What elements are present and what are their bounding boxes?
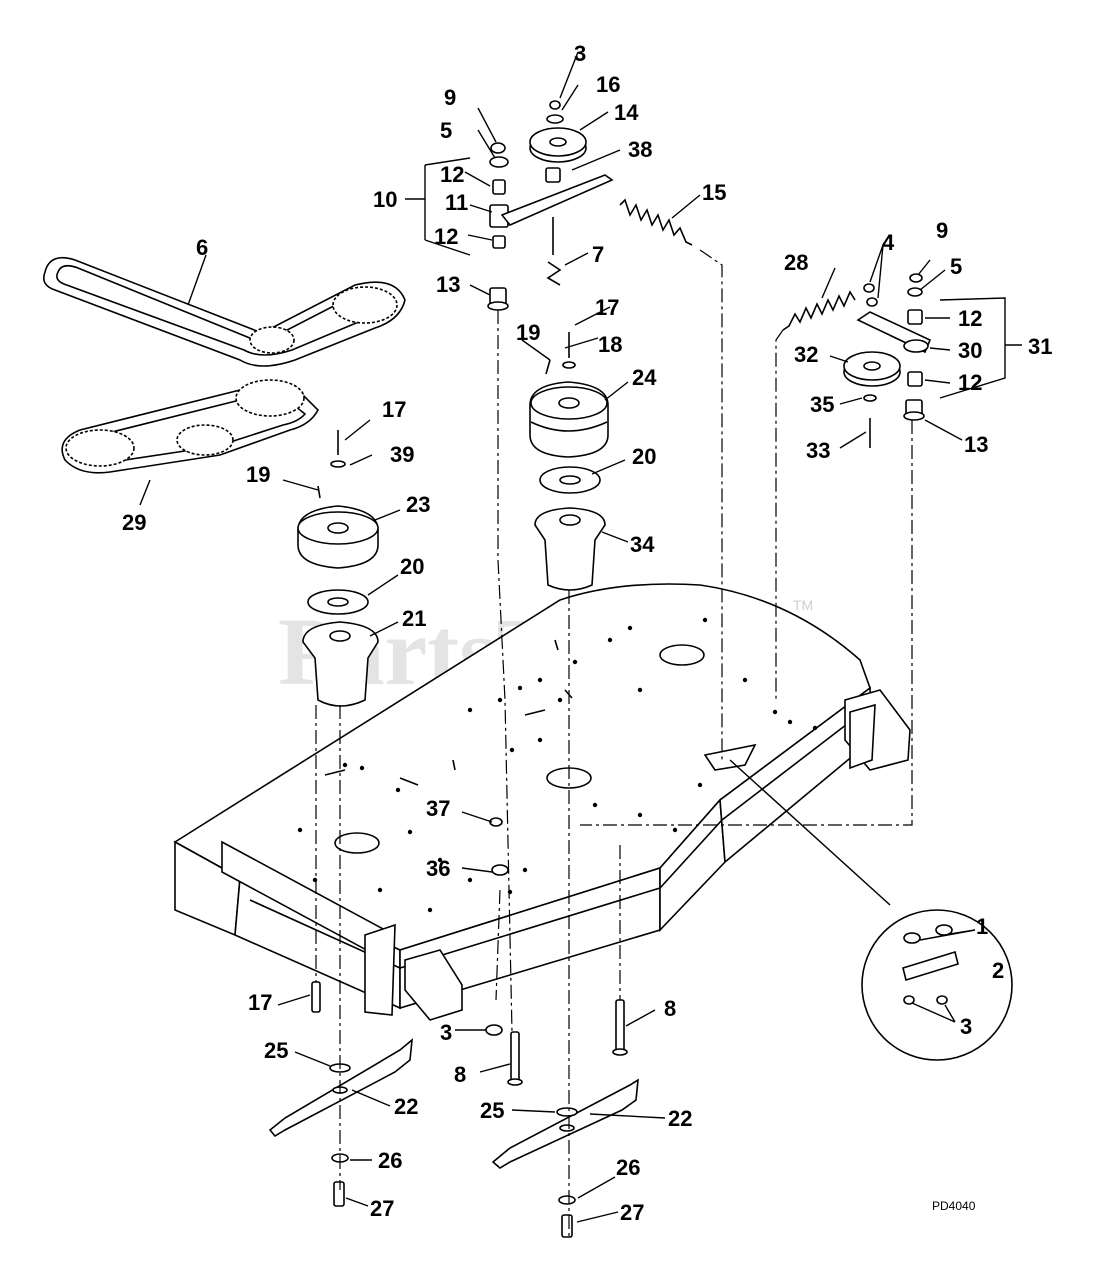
callout-30: 30 <box>958 338 982 363</box>
callout-34: 34 <box>630 532 655 557</box>
callout-9: 9 <box>444 85 456 110</box>
callout-13: 13 <box>964 432 988 457</box>
callout-29: 29 <box>122 510 146 535</box>
callout-15: 15 <box>702 180 726 205</box>
callout-3: 3 <box>960 1014 972 1039</box>
callout-28: 28 <box>784 250 808 275</box>
callout-25: 25 <box>264 1038 288 1063</box>
callout-35: 35 <box>810 392 834 417</box>
callout-19: 19 <box>516 320 540 345</box>
callout-3: 3 <box>574 41 586 66</box>
callout-32: 32 <box>794 342 818 367</box>
callout-3: 3 <box>440 1020 452 1045</box>
callout-7: 7 <box>592 242 604 267</box>
callout-17: 17 <box>595 295 619 320</box>
callout-14: 14 <box>614 100 639 125</box>
callout-24: 24 <box>632 365 657 390</box>
blades <box>268 817 639 1238</box>
callout-12: 12 <box>434 224 458 249</box>
callout-26: 26 <box>378 1148 402 1173</box>
callout-38: 38 <box>628 137 652 162</box>
callout-18: 18 <box>598 332 622 357</box>
callout-12: 12 <box>440 162 464 187</box>
hinge-detail-inset <box>729 759 1013 1061</box>
callout-12: 12 <box>958 370 982 395</box>
watermark-trademark: TM <box>793 597 813 613</box>
drive-belt <box>61 379 319 474</box>
callout-22: 22 <box>394 1094 418 1119</box>
callout-22: 22 <box>668 1106 692 1131</box>
callout-27: 27 <box>370 1196 394 1221</box>
callout-25: 25 <box>480 1098 504 1123</box>
assembly-centerlines <box>315 249 913 1240</box>
drawing-code: PD4040 <box>932 1199 976 1213</box>
callout-8: 8 <box>664 996 676 1021</box>
callout-26: 26 <box>616 1155 640 1180</box>
callout-labels: 3 16 14 38 9 5 12 10 11 12 13 7 15 6 17 … <box>122 41 1052 1225</box>
center-spindle <box>529 332 609 591</box>
callout-23: 23 <box>406 492 430 517</box>
callout-33: 33 <box>806 438 830 463</box>
mower-deck <box>173 583 911 1021</box>
callout-11: 11 <box>445 190 468 215</box>
callout-8: 8 <box>454 1062 466 1087</box>
callout-6: 6 <box>196 235 208 260</box>
callout-9: 9 <box>936 218 948 243</box>
left-spindle <box>297 430 379 707</box>
callout-5: 5 <box>440 118 452 143</box>
callout-13: 13 <box>436 272 460 297</box>
callout-36: 36 <box>426 856 450 881</box>
idler-arm-assembly <box>487 100 693 311</box>
callout-31: 31 <box>1028 334 1052 359</box>
callout-5: 5 <box>950 254 962 279</box>
callout-17: 17 <box>382 397 406 422</box>
leader-lines <box>139 51 1022 1223</box>
callout-4: 4 <box>882 230 895 255</box>
callout-10: 10 <box>373 187 397 212</box>
deck-belt <box>42 256 406 367</box>
callout-20: 20 <box>632 444 656 469</box>
callout-37: 37 <box>426 796 450 821</box>
callout-21: 21 <box>402 606 426 631</box>
callout-20: 20 <box>400 554 424 579</box>
right-idler-assembly <box>782 273 932 448</box>
callout-12: 12 <box>958 306 982 331</box>
callout-17: 17 <box>248 990 272 1015</box>
callout-27: 27 <box>620 1200 644 1225</box>
callout-2: 2 <box>992 958 1004 983</box>
callout-19: 19 <box>246 462 270 487</box>
callout-16: 16 <box>596 72 620 97</box>
callout-1: 1 <box>976 914 988 939</box>
callout-39: 39 <box>390 442 414 467</box>
